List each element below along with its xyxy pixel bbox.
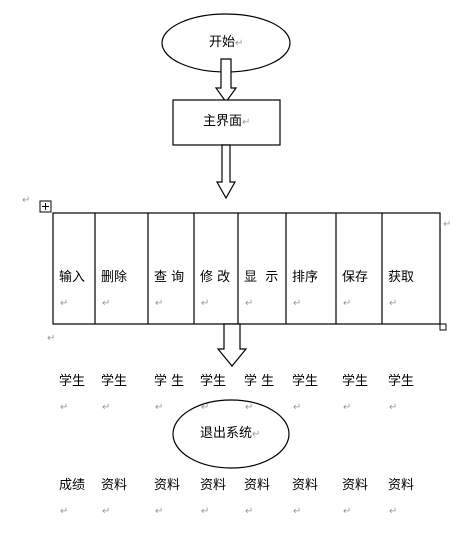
module-cell-fetch: 获取↵ 学生↵ 资料↵ (388, 270, 415, 517)
paragraph-mark-left: ↵ (22, 195, 31, 206)
module-cell-input-scores: 输入↵ 学生↵ 成绩↵ (59, 270, 86, 517)
arrow-start-to-main (214, 58, 238, 104)
exit-node (172, 399, 290, 469)
main-label: 主界面↵ (203, 114, 251, 129)
arrow-main-to-modules (215, 144, 237, 200)
module-cell-delete: 删除↵ 学生↵ 资料↵ (101, 270, 128, 517)
main-node (172, 99, 281, 146)
arrow-modules-to-exit (216, 323, 248, 367)
paragraph-mark-right: ↵ (443, 219, 452, 230)
move-handle-icon (42, 203, 49, 210)
module-cell-query: 查 询↵ 学 生↵ 资料↵ (154, 270, 185, 517)
exit-label: 退出系统↵ (200, 426, 261, 441)
module-cell-modify: 修 改↵ 学生↵ 资料↵ (200, 270, 231, 517)
module-cell-sort: 排序↵ 学生↵ 资料↵ (292, 270, 319, 517)
flowchart-canvas (39, 13, 447, 469)
start-label: 开始↵ (209, 35, 244, 50)
modules-table (52, 212, 441, 325)
table-resize-handle[interactable] (439, 323, 447, 331)
paragraph-mark-below: ↵ (47, 333, 56, 344)
module-cell-save: 保存↵ 学生↵ 资料↵ (342, 270, 369, 517)
module-cell-display: 显 示↵ 学 生↵ 资料↵ (244, 270, 279, 517)
